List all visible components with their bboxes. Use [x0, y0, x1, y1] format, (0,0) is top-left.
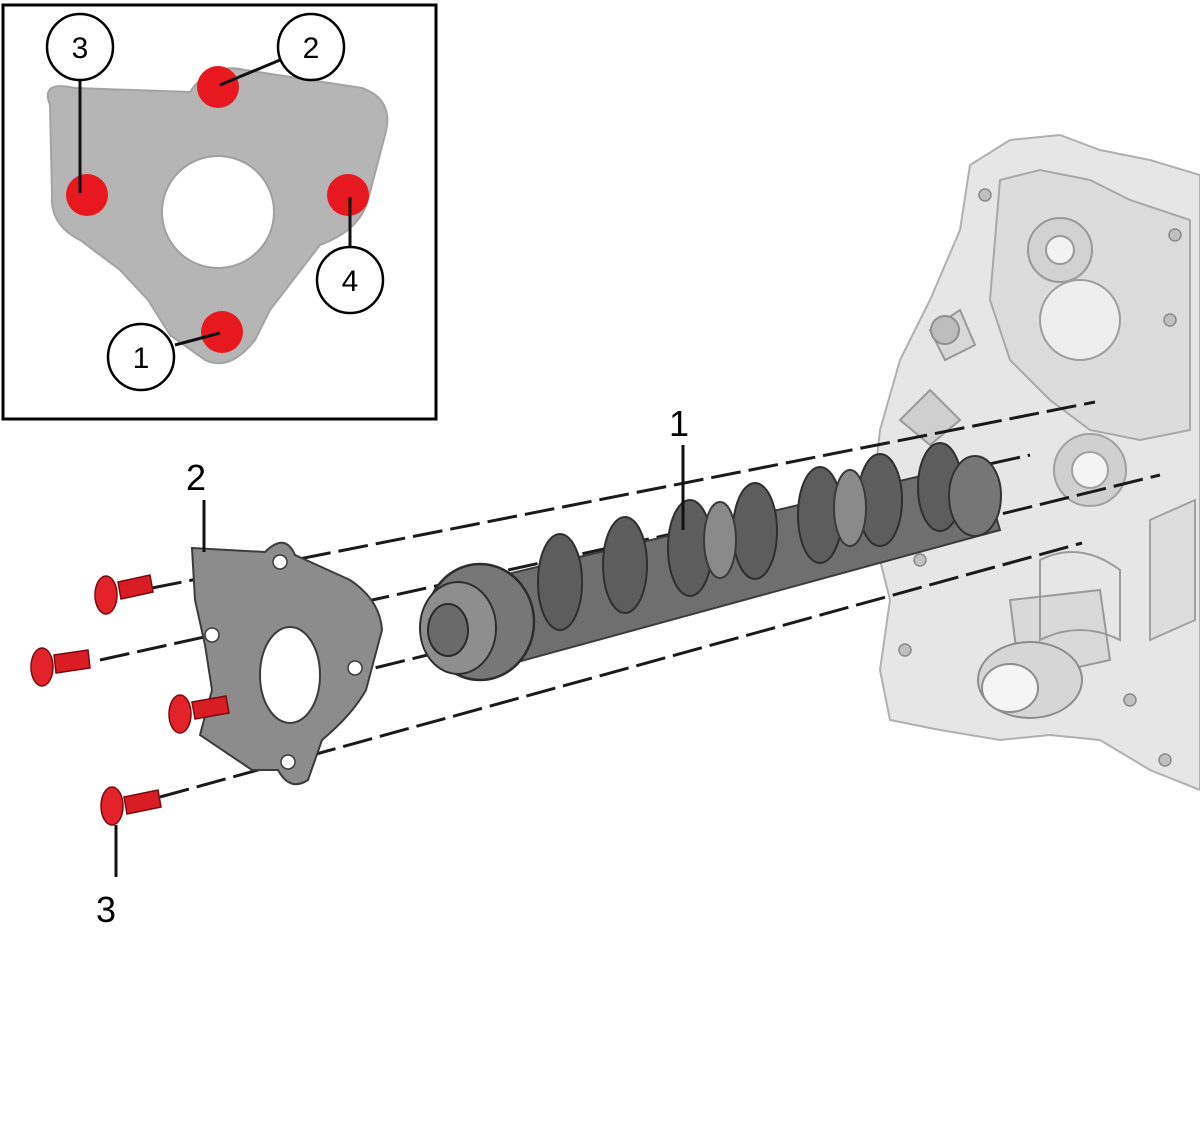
callout-bolts: 3 [96, 825, 118, 930]
inset-holes [66, 66, 369, 353]
tightening-sequence-inset: 1 2 3 4 [1, 3, 438, 421]
engine-front-cover [868, 133, 1200, 792]
sequence-label: 4 [342, 265, 359, 298]
bolt [168, 694, 230, 734]
sequence-label: 3 [72, 32, 89, 65]
camshaft [419, 442, 1002, 682]
callout-thrust-plate: 2 [186, 457, 206, 552]
bolt [94, 574, 154, 615]
bolts [30, 574, 230, 826]
sequence-badge-3: 3 [45, 12, 115, 193]
sequence-label: 1 [133, 342, 150, 375]
sequence-badge-1: 1 [106, 322, 221, 392]
callout-label: 3 [96, 889, 116, 930]
callout-label: 1 [669, 403, 689, 444]
thrust-plate [190, 541, 384, 786]
bolt [100, 786, 162, 826]
bolt [30, 647, 91, 687]
sequence-badge-4: 4 [315, 197, 385, 315]
callout-camshaft: 1 [669, 403, 689, 530]
sequence-badge-2: 2 [219, 12, 346, 87]
sequence-label: 2 [303, 32, 320, 65]
callout-label: 2 [186, 457, 206, 498]
